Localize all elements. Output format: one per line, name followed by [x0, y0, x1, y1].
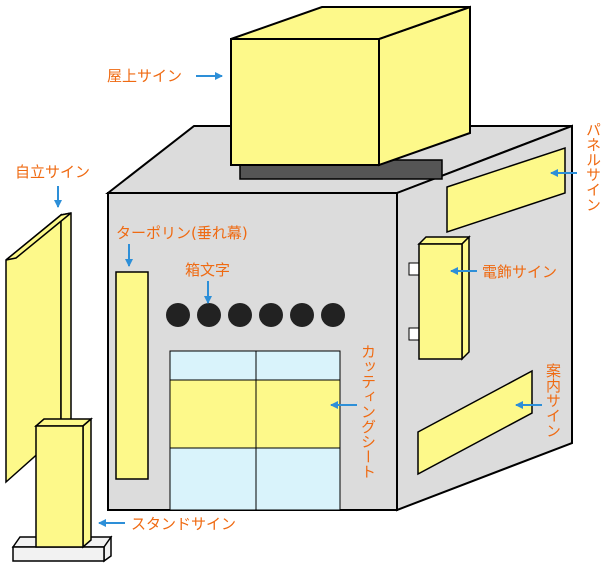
- stand-sign-base-front: [12, 546, 105, 562]
- stand-sign-side: [82, 417, 92, 549]
- box-letters: [166, 303, 345, 327]
- box-letter: [290, 303, 314, 327]
- box-letter: [197, 303, 221, 327]
- box-letter: [166, 303, 190, 327]
- electric-sign-bracket: [408, 262, 420, 276]
- electric-sign: [408, 235, 471, 361]
- box-letter: [321, 303, 345, 327]
- electric-sign-bracket: [408, 327, 420, 341]
- electric-sign-top: [417, 236, 471, 245]
- cutting-sheet: [170, 380, 340, 448]
- guide-sign: [417, 369, 533, 476]
- label-panel-sign: パネルサイン: [584, 122, 602, 212]
- rooftop-sign: [230, 5, 471, 180]
- window-cutting-sheet: [169, 350, 341, 511]
- electric-sign-side: [461, 235, 470, 361]
- label-tarpaulin: ターポリン(垂れ幕): [116, 224, 248, 242]
- tarpaulin-banner: [115, 271, 149, 480]
- box-letter: [259, 303, 283, 327]
- label-box-letters: 箱文字: [185, 261, 230, 279]
- electric-sign-front: [418, 243, 463, 360]
- rooftop-sign-front: [230, 38, 380, 166]
- arrows: [54, 72, 577, 527]
- box-letter: [228, 303, 252, 327]
- window-border: [169, 350, 341, 511]
- standalone-sign: [5, 212, 72, 484]
- label-electric-sign: 電飾サイン: [482, 263, 557, 281]
- label-stand-sign: スタンドサイン: [131, 515, 236, 533]
- stand-sign-front: [35, 425, 84, 548]
- label-standalone-sign: 自立サイン: [15, 163, 90, 181]
- standalone-sign-side: [60, 212, 72, 434]
- stand-sign-top: [34, 418, 93, 427]
- label-cutting-sheet: カッティングシート: [359, 344, 377, 479]
- stand-sign: [11, 417, 113, 563]
- panel-sign: [446, 146, 566, 234]
- label-rooftop-sign: 屋上サイン: [107, 67, 182, 85]
- standalone-sign-top: [5, 212, 72, 261]
- label-guide-sign: 案内サイン: [544, 362, 562, 438]
